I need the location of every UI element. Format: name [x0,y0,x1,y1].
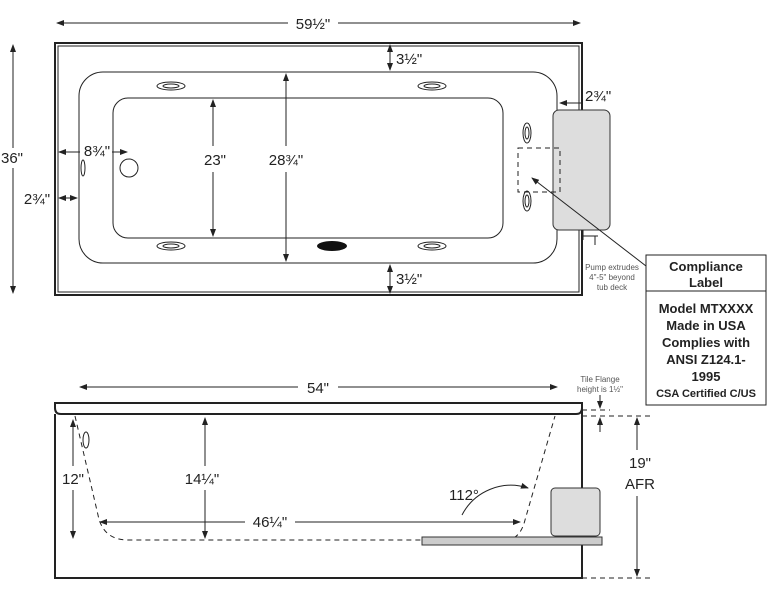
jet-icon [80,81,532,251]
angle-arc [461,482,529,516]
compliance-label-box: Compliance Label Model MTXXXX Made in US… [645,254,767,406]
pump-note: Pump extrudes [585,263,639,272]
deck-left-label: 2¾" [24,191,50,208]
basin-width-label: 23" [204,152,226,169]
depth-left-label: 12" [62,471,84,488]
drain-offset-label: 8¾" [84,143,110,160]
depth-center-label: 14¼" [185,471,220,488]
compliance-title: Compliance [669,259,743,274]
pump-box [550,487,601,537]
tub-rim [54,402,583,415]
deck-top-label: 3½" [396,51,422,68]
height-afr-label: AFR [625,476,655,493]
tub-apron [54,403,583,579]
side-view: 112° 54" 12" 14¼" 46¼" Tile Flange heigh… [54,375,655,579]
height-label: 19" [629,455,651,472]
pump-box [552,109,611,231]
pump-leader [582,230,598,245]
deck-right-label: 2¾" [585,88,611,105]
compliance-cert: CSA Certified C/US [656,388,756,400]
compliance-line: ANSI Z124.1- [666,352,745,367]
pump-note: 4"-5" beyond [589,273,635,282]
drain-icon [119,158,139,178]
compliance-line: Made in USA [666,318,746,333]
compliance-pointer [531,177,647,267]
jet-icon [82,431,90,449]
overflow-icon [317,241,347,251]
bottom-length-label: 46¼" [253,514,288,531]
flange-note: Tile Flange [580,375,620,384]
overall-width-label: 36" [1,150,23,167]
pump-note: tub deck [597,283,628,292]
angle-label: 112° [449,487,479,504]
flange-note: height is 1½" [577,385,623,394]
floor-plate [421,536,603,546]
tub-outline-inner [57,45,580,293]
tub-deck-rim [78,71,558,264]
top-length-label: 54" [307,380,329,397]
compliance-label-location [517,147,561,193]
top-view: 59½" 36" 3½" 3½" 2¾" 23" 28¾" 8¾" 2¾" Pu… [1,16,647,296]
deck-bottom-label: 3½" [396,271,422,288]
compliance-line: Complies with [662,335,750,350]
basin-profile [74,415,556,541]
compliance-line: Model MTXXXX [659,301,754,316]
compliance-title: Label [689,275,723,290]
overall-length-label: 59½" [296,16,331,33]
compliance-line: 1995 [692,369,721,384]
interior-width-label: 28¾" [269,152,304,169]
tub-basin [112,97,504,239]
